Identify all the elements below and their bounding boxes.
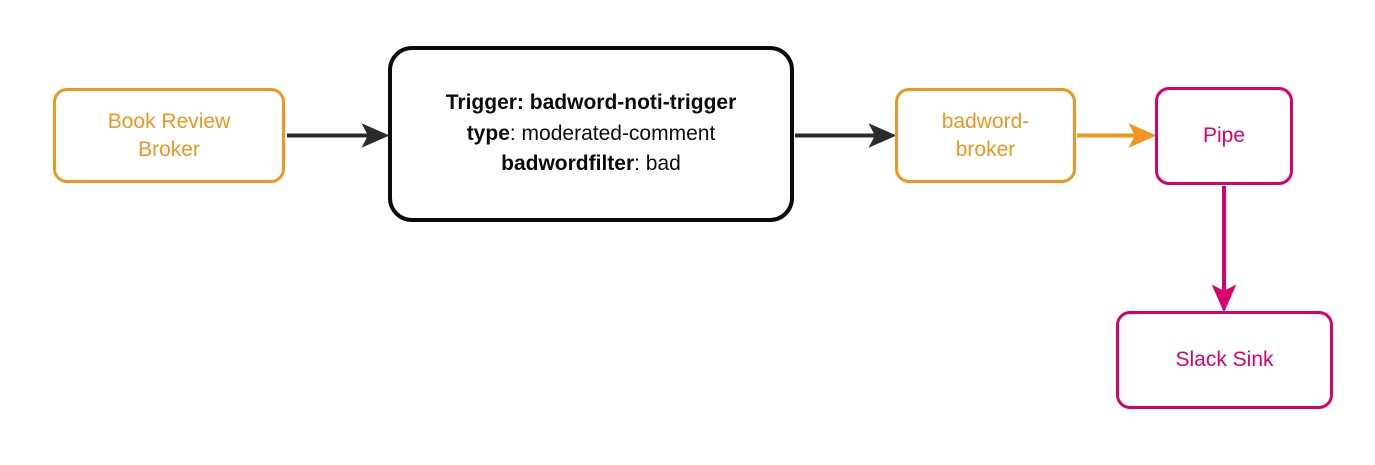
node-book-review-broker[interactable]: Book Review Broker — [53, 88, 285, 183]
node-pipe-label: Pipe — [1202, 124, 1246, 148]
trigger-value-type: : moderated-comment — [509, 121, 716, 145]
node-slack-sink-label: Slack Sink — [1175, 348, 1274, 372]
node-badword-noti-trigger[interactable]: Trigger: badword-noti-trigger type: mode… — [388, 46, 794, 222]
trigger-line-badwordfilter: badwordfilter: bad — [446, 149, 737, 180]
node-slack-sink[interactable]: Slack Sink — [1116, 311, 1333, 409]
trigger-key-type: type — [466, 121, 510, 145]
trigger-line-trigger: Trigger: badword-noti-trigger — [446, 88, 737, 119]
node-badword-broker[interactable]: badword- broker — [895, 88, 1076, 183]
node-badword-broker-label: badword- broker — [941, 109, 1030, 161]
trigger-key-trigger: Trigger: — [445, 91, 524, 115]
node-book-review-broker-label: Book Review Broker — [107, 109, 231, 161]
trigger-key-badwordfilter: badwordfilter — [501, 152, 635, 176]
node-pipe[interactable]: Pipe — [1155, 87, 1293, 185]
trigger-value-trigger: badword-noti-trigger — [523, 91, 737, 115]
trigger-detail-list: Trigger: badword-noti-trigger type: mode… — [446, 88, 737, 180]
trigger-line-type: type: moderated-comment — [446, 119, 737, 150]
trigger-value-badwordfilter: : bad — [634, 152, 681, 176]
